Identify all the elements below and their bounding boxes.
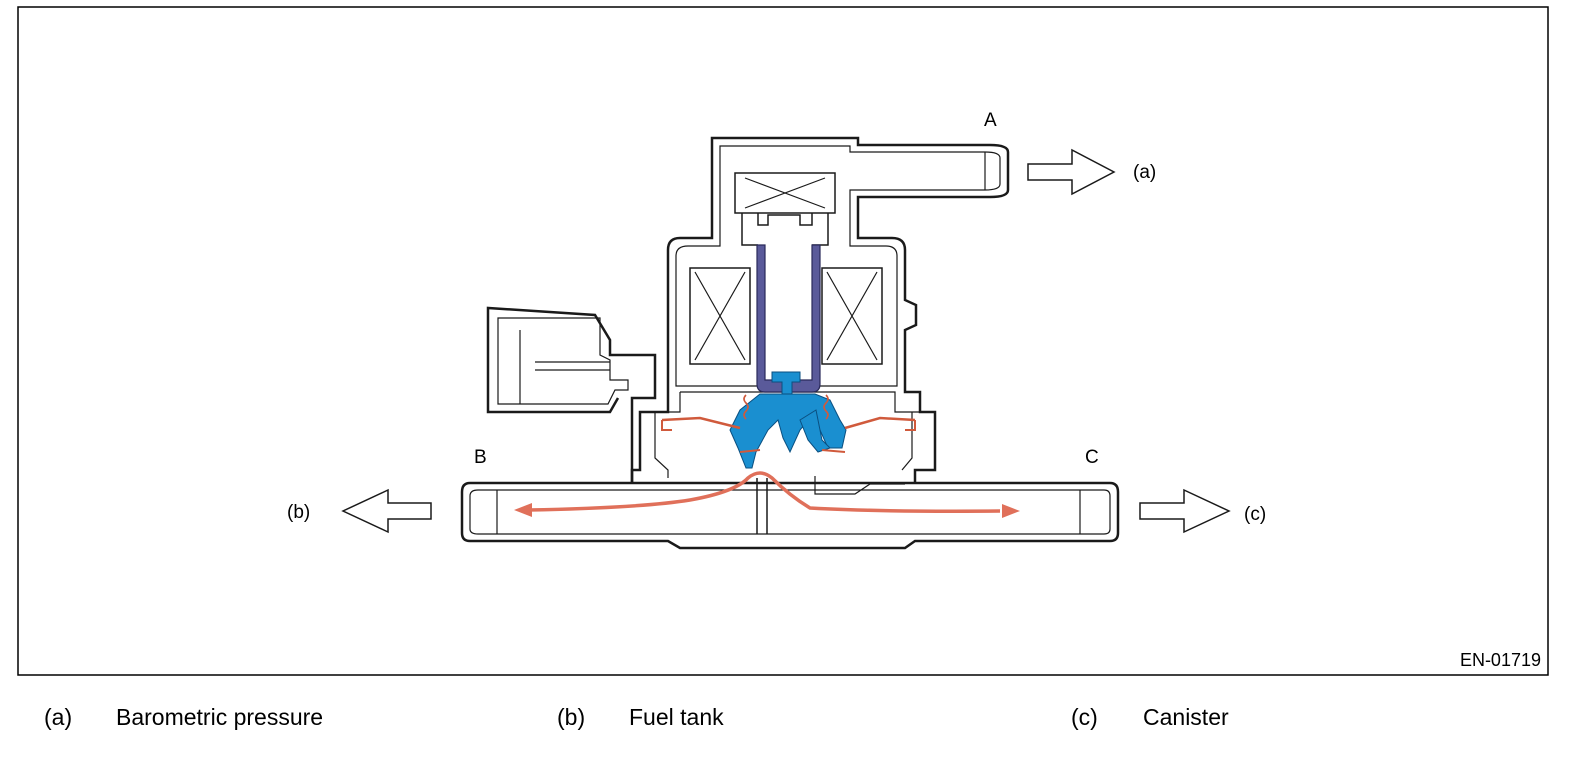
arrow-a-icon (1027, 148, 1116, 196)
legend-item-canister: (c) Canister (1071, 702, 1229, 732)
flow-path-arrow (514, 471, 1020, 518)
diagram-frame (17, 6, 1549, 676)
flow-label-b: (b) (287, 502, 310, 523)
legend-key: (a) (44, 704, 73, 730)
arrow-b-icon (341, 488, 432, 534)
port-label-b: B (474, 447, 487, 468)
legend-text: Fuel tank (629, 704, 724, 730)
main-tube (460, 478, 1120, 550)
legend: (a) Barometric pressure (b) Fuel tank (c) C… (0, 702, 1581, 732)
flow-label-c: (c) (1244, 504, 1266, 525)
port-label-c: C (1085, 447, 1099, 468)
legend-text: Canister (1143, 704, 1229, 730)
diaphragm-and-springs (661, 394, 916, 453)
plunger (756, 244, 821, 393)
legend-item-barometric-pressure: (a) Barometric pressure (44, 702, 323, 732)
flow-label-a: (a) (1133, 162, 1156, 183)
port-label-a: A (984, 110, 997, 131)
legend-key: (c) (1071, 704, 1098, 730)
figure-id-code: EN-01719 (1460, 650, 1541, 670)
valve-housing (486, 136, 1010, 495)
legend-key: (b) (557, 704, 586, 730)
legend-item-fuel-tank: (b) Fuel tank (557, 702, 724, 732)
legend-text: Barometric pressure (116, 704, 324, 730)
arrow-c-icon (1139, 488, 1231, 534)
valve-cross-section-diagram: A B C (a) (b) (c) EN-01719 (17, 6, 1549, 676)
valve-element (729, 371, 847, 469)
